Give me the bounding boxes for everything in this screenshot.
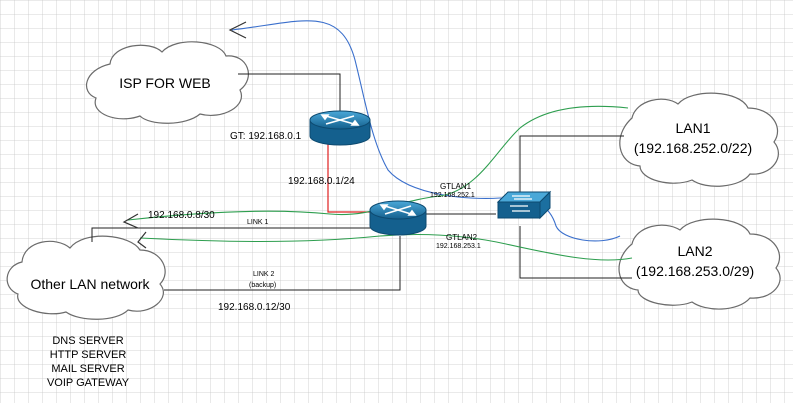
link1-line [91,227,372,242]
green-lan1-path [127,105,629,221]
cloud-lan2-net: (192.168.253.0/29) [636,263,754,279]
core-router-icon[interactable] [369,200,427,236]
cloud-lan2-name: LAN2 [677,243,712,259]
green-lan2-path [139,233,633,261]
blue-web-path [231,20,621,242]
cloud-other-lan[interactable]: Other LAN network [6,235,166,320]
gt-to-core-red-link [327,142,376,213]
cloud-lan1-name: LAN1 [675,120,710,136]
gtlan2-label: GTLAN2 [446,233,478,242]
cloud-other-lan-label: Other LAN network [30,276,150,292]
link1-label: LINK 1 [247,219,269,226]
cloud-isp[interactable]: ISP FOR WEB [86,41,249,124]
gateway-router-icon[interactable] [309,110,371,146]
link1-net-label: 192.168.0.8/30 [148,210,215,221]
link2-note-label: (backup) [249,282,276,289]
gt-address-label: GT: 192.168.0.1 [230,131,302,142]
link1-arrow [122,213,139,229]
blue-web-arrow [228,21,247,39]
cloud-lan1[interactable]: LAN1 (192.168.252.0/22) [619,92,779,187]
gtlan2-ip-label: 192.168.253.1 [436,243,481,250]
switch-to-lan2-line [519,226,632,279]
service-mail: MAIL SERVER [51,363,124,375]
switch-icon[interactable] [496,190,552,220]
isp-to-gt-line [238,73,341,112]
gtlan1-label: GTLAN1 [440,182,472,191]
link2-arrow [137,231,147,249]
router-link-label: 192.168.0.1/24 [288,176,355,187]
cloud-lan1-net: (192.168.252.0/22) [634,140,752,156]
link2-label: LINK 2 [253,271,275,278]
cloud-isp-label: ISP FOR WEB [119,75,211,91]
connections [91,73,632,291]
services-list: DNS SERVER HTTP SERVER MAIL SERVER VOIP … [47,335,130,389]
link2-net-label: 192.168.0.12/30 [218,302,291,313]
switch-to-lan1-line [519,135,624,196]
service-dns: DNS SERVER [52,335,123,347]
cloud-lan2[interactable]: LAN2 (192.168.253.0/29) [618,218,781,310]
gtlan1-ip-label: 192.168.252.1 [430,192,475,199]
link2-line [164,236,401,291]
service-http: HTTP SERVER [50,349,127,361]
service-voip: VOIP GATEWAY [47,377,130,389]
